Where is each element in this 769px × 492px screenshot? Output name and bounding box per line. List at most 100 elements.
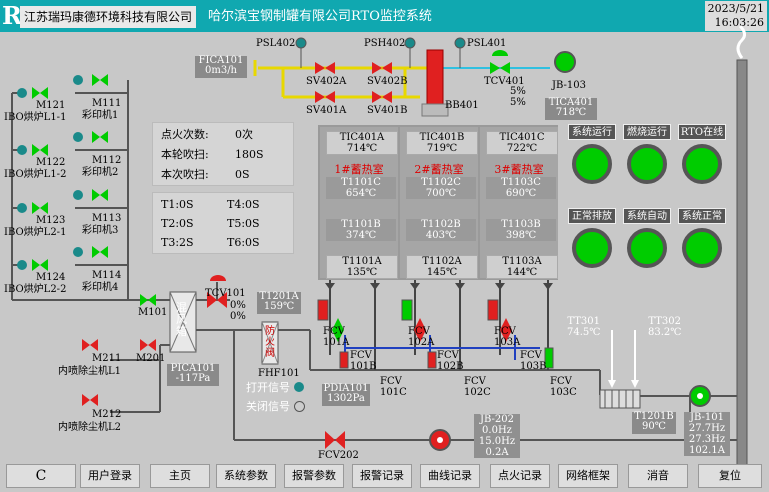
chamber1-mid1-value: 654℃ bbox=[345, 188, 377, 199]
round-purge-label: 本轮吹扫: bbox=[161, 148, 209, 161]
timer-t2: T2:0S bbox=[161, 217, 194, 230]
company-name: 江苏瑞玛康德环境科技有限公司 bbox=[20, 6, 197, 28]
tt302-value: 83.2℃ bbox=[648, 327, 682, 338]
fcv103b-label: FCV 103B bbox=[520, 350, 547, 372]
nav-button-ignition-records[interactable]: 点火记录 bbox=[490, 464, 550, 488]
pica101-name: PICA101 bbox=[170, 363, 216, 374]
jb101-line3: 102.1A bbox=[689, 445, 725, 456]
tica401-name: TICA401 bbox=[548, 97, 594, 108]
status-system-normal: 系统正常 bbox=[678, 208, 726, 268]
tica401-value: 718℃ bbox=[555, 107, 587, 118]
nav-button-c[interactable]: C bbox=[6, 464, 76, 488]
jb202-name: JB-202 bbox=[479, 414, 514, 425]
chamber1-top-value: 714℃ bbox=[346, 143, 378, 154]
timer-t3: T3:2S bbox=[161, 236, 194, 249]
jb101-readout: JB-101 27.7Hz 27.3Hz 102.1A bbox=[684, 412, 730, 456]
gas-valves bbox=[207, 62, 510, 449]
run-indicator-icon bbox=[682, 144, 722, 184]
ignition-count-label: 点火次数: bbox=[161, 128, 209, 141]
pdia101-name: PDIA101 bbox=[323, 383, 369, 394]
fire-valve-label: 防火阀 bbox=[265, 326, 275, 359]
chamber3-bot-value: 144℃ bbox=[506, 267, 538, 278]
nav-button-trend-records[interactable]: 曲线记录 bbox=[420, 464, 480, 488]
timers-panel: T1:0S T4:0S T2:0S T5:0S T3:2S T6:0S bbox=[152, 192, 294, 254]
mixer-box-label: 混风箱 bbox=[176, 301, 187, 338]
motor-m113-label: M113 bbox=[92, 213, 122, 224]
system-title: 哈尔滨宝钢制罐有限公司RTO监控系统 bbox=[208, 9, 432, 24]
jb101-name: JB-101 bbox=[689, 412, 724, 423]
psh402-label: PSH402 bbox=[364, 38, 406, 49]
nav-button-alarm-records[interactable]: 报警记录 bbox=[352, 464, 412, 488]
psl402-label: PSL402 bbox=[256, 38, 296, 49]
t1201b-name: T1201B bbox=[634, 411, 674, 422]
run-indicator-icon bbox=[572, 144, 612, 184]
chamber3-top-name: TIC401C bbox=[499, 132, 545, 143]
fcv102c-label: FCV 102C bbox=[464, 376, 491, 398]
sv401a-label: SV401A bbox=[306, 105, 347, 116]
chamber2-title: 2#蓄热室 bbox=[414, 163, 464, 176]
tt301-value: 74.5℃ bbox=[567, 327, 601, 338]
motor-m123-desc: IBO烘炉L2-1 bbox=[4, 227, 67, 238]
chamber1-bot-name: T1101A bbox=[342, 256, 382, 267]
jb202-line1: 0.0Hz bbox=[482, 425, 512, 436]
chamber2-bot-name: T1102A bbox=[422, 256, 462, 267]
nav-button-reset[interactable]: 复位 bbox=[698, 464, 762, 488]
nav-button-system-params[interactable]: 系统参数 bbox=[216, 464, 276, 488]
this-purge-value: 0S bbox=[235, 168, 250, 181]
tcv101-v2: 0% bbox=[230, 311, 246, 322]
tcv401-label: TCV401 bbox=[484, 76, 525, 87]
chamber2-bot-value: 145℃ bbox=[426, 267, 458, 278]
t1201a-value: 159℃ bbox=[263, 301, 295, 312]
chamber1-title: 1#蓄热室 bbox=[334, 163, 384, 176]
t1201a-readout: T1201A 159℃ bbox=[257, 292, 301, 314]
chamber1-mid1-name: T1101C bbox=[341, 177, 381, 188]
motor-m201-label: M201 bbox=[136, 353, 166, 364]
nav-button-login[interactable]: 用户登录 bbox=[80, 464, 140, 488]
fhf101-label: FHF101 bbox=[258, 368, 300, 379]
jb101-line2: 27.3Hz bbox=[688, 434, 726, 445]
chamber2-mid2-value: 403℃ bbox=[425, 230, 457, 241]
run-indicator-icon bbox=[627, 228, 667, 268]
open-signal-icon bbox=[294, 382, 304, 392]
chamber1-bot-value: 135℃ bbox=[346, 267, 378, 278]
motor-m111-desc: 彩印机1 bbox=[82, 110, 119, 121]
pdia101-readout: PDIA101 1302Pa bbox=[322, 384, 370, 406]
timer-t6: T6:0S bbox=[227, 236, 260, 249]
bb401-label: BB401 bbox=[445, 100, 479, 111]
run-indicator-icon bbox=[627, 144, 667, 184]
nav-button-alarm-params[interactable]: 报警参数 bbox=[284, 464, 344, 488]
motor-m123-label: M123 bbox=[36, 215, 66, 226]
fcv202-label: FCV202 bbox=[318, 450, 359, 461]
chamber3-mid2-value: 398℃ bbox=[505, 230, 537, 241]
status-system-auto: 系统自动 bbox=[623, 208, 671, 268]
status-normal-discharge: 正常排放 bbox=[568, 208, 616, 268]
motor-m114-label: M114 bbox=[92, 270, 122, 281]
pica101-readout: PICA101 -117Pa bbox=[167, 364, 219, 386]
chamber2-top-value: 719℃ bbox=[426, 143, 458, 154]
fcv102b-label: FCV 102B bbox=[437, 350, 464, 372]
motor-m111-label: M111 bbox=[92, 98, 122, 109]
fcv101c-label: FCV 101C bbox=[380, 376, 407, 398]
nav-button-network[interactable]: 网络框架 bbox=[558, 464, 618, 488]
burner bbox=[426, 49, 444, 105]
motor-m124-label: M124 bbox=[36, 272, 66, 283]
motor-m121-label: M121 bbox=[36, 100, 66, 111]
chamber3-mid1-name: T1103C bbox=[501, 177, 541, 188]
nav-button-home[interactable]: 主页 bbox=[150, 464, 210, 488]
jb101-line1: 27.7Hz bbox=[688, 423, 726, 434]
motor-m112-desc: 彩印机2 bbox=[82, 167, 119, 178]
time-text: 16:03:26 bbox=[714, 16, 764, 29]
jb202-line3: 0.2A bbox=[485, 447, 509, 458]
status-system-running: 系统运行 bbox=[568, 124, 616, 184]
fica101-name: FICA101 bbox=[198, 55, 244, 66]
fcv102a-label: FCV 102A bbox=[408, 326, 435, 348]
tcv401-v2: 5% bbox=[510, 97, 526, 108]
tcv101-label: TCV101 bbox=[205, 288, 246, 299]
datetime-display: 2023/5/21 16:03:26 bbox=[704, 1, 767, 31]
tcv401-v1: 5% bbox=[510, 86, 526, 97]
jb202-readout: JB-202 0.0Hz 15.0Hz 0.2A bbox=[474, 414, 520, 458]
nav-button-mute[interactable]: 消音 bbox=[628, 464, 688, 488]
